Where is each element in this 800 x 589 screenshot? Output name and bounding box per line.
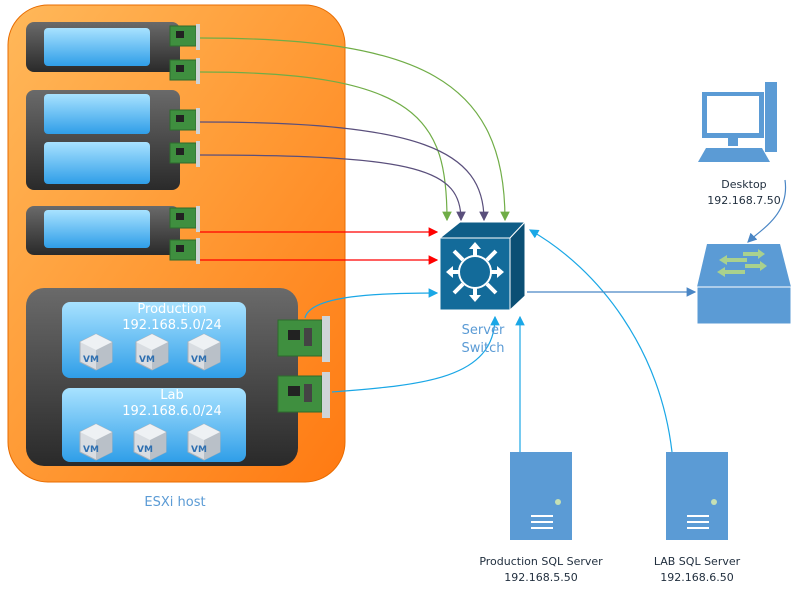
nic-icon xyxy=(277,371,331,419)
link-purple-1 xyxy=(199,121,489,222)
vm-host xyxy=(26,288,298,466)
vm-icon xyxy=(133,423,167,461)
link-purple-2 xyxy=(199,154,466,222)
nic-icon xyxy=(169,107,201,135)
link-green-1 xyxy=(199,37,510,222)
nic-icon xyxy=(277,315,331,363)
nic-icon xyxy=(169,57,201,85)
link-blue-production xyxy=(304,288,439,319)
access-switch-icon xyxy=(696,244,792,325)
lab-sql-server-icon xyxy=(666,452,728,540)
production-sql-server-icon xyxy=(510,452,572,540)
link-blue-lab xyxy=(331,315,500,393)
vm-icon xyxy=(79,423,113,461)
nic-icon xyxy=(169,23,201,51)
link-lab-sql xyxy=(528,229,673,453)
desktop-computer-icon xyxy=(698,82,777,162)
link-desktop xyxy=(747,179,787,243)
host-server-1 xyxy=(26,22,180,72)
vm-icon xyxy=(187,423,221,461)
nic-icon xyxy=(169,205,201,233)
host-server-3 xyxy=(26,206,180,255)
esxi-host-label: ESXi host xyxy=(144,495,206,510)
vm-icon xyxy=(79,333,113,371)
vm-icon xyxy=(135,333,169,371)
host-server-2 xyxy=(26,90,180,190)
nic-icon xyxy=(169,140,201,168)
nic-icon xyxy=(169,237,201,265)
vm-icon xyxy=(187,333,221,371)
server-switch-icon xyxy=(438,220,527,312)
